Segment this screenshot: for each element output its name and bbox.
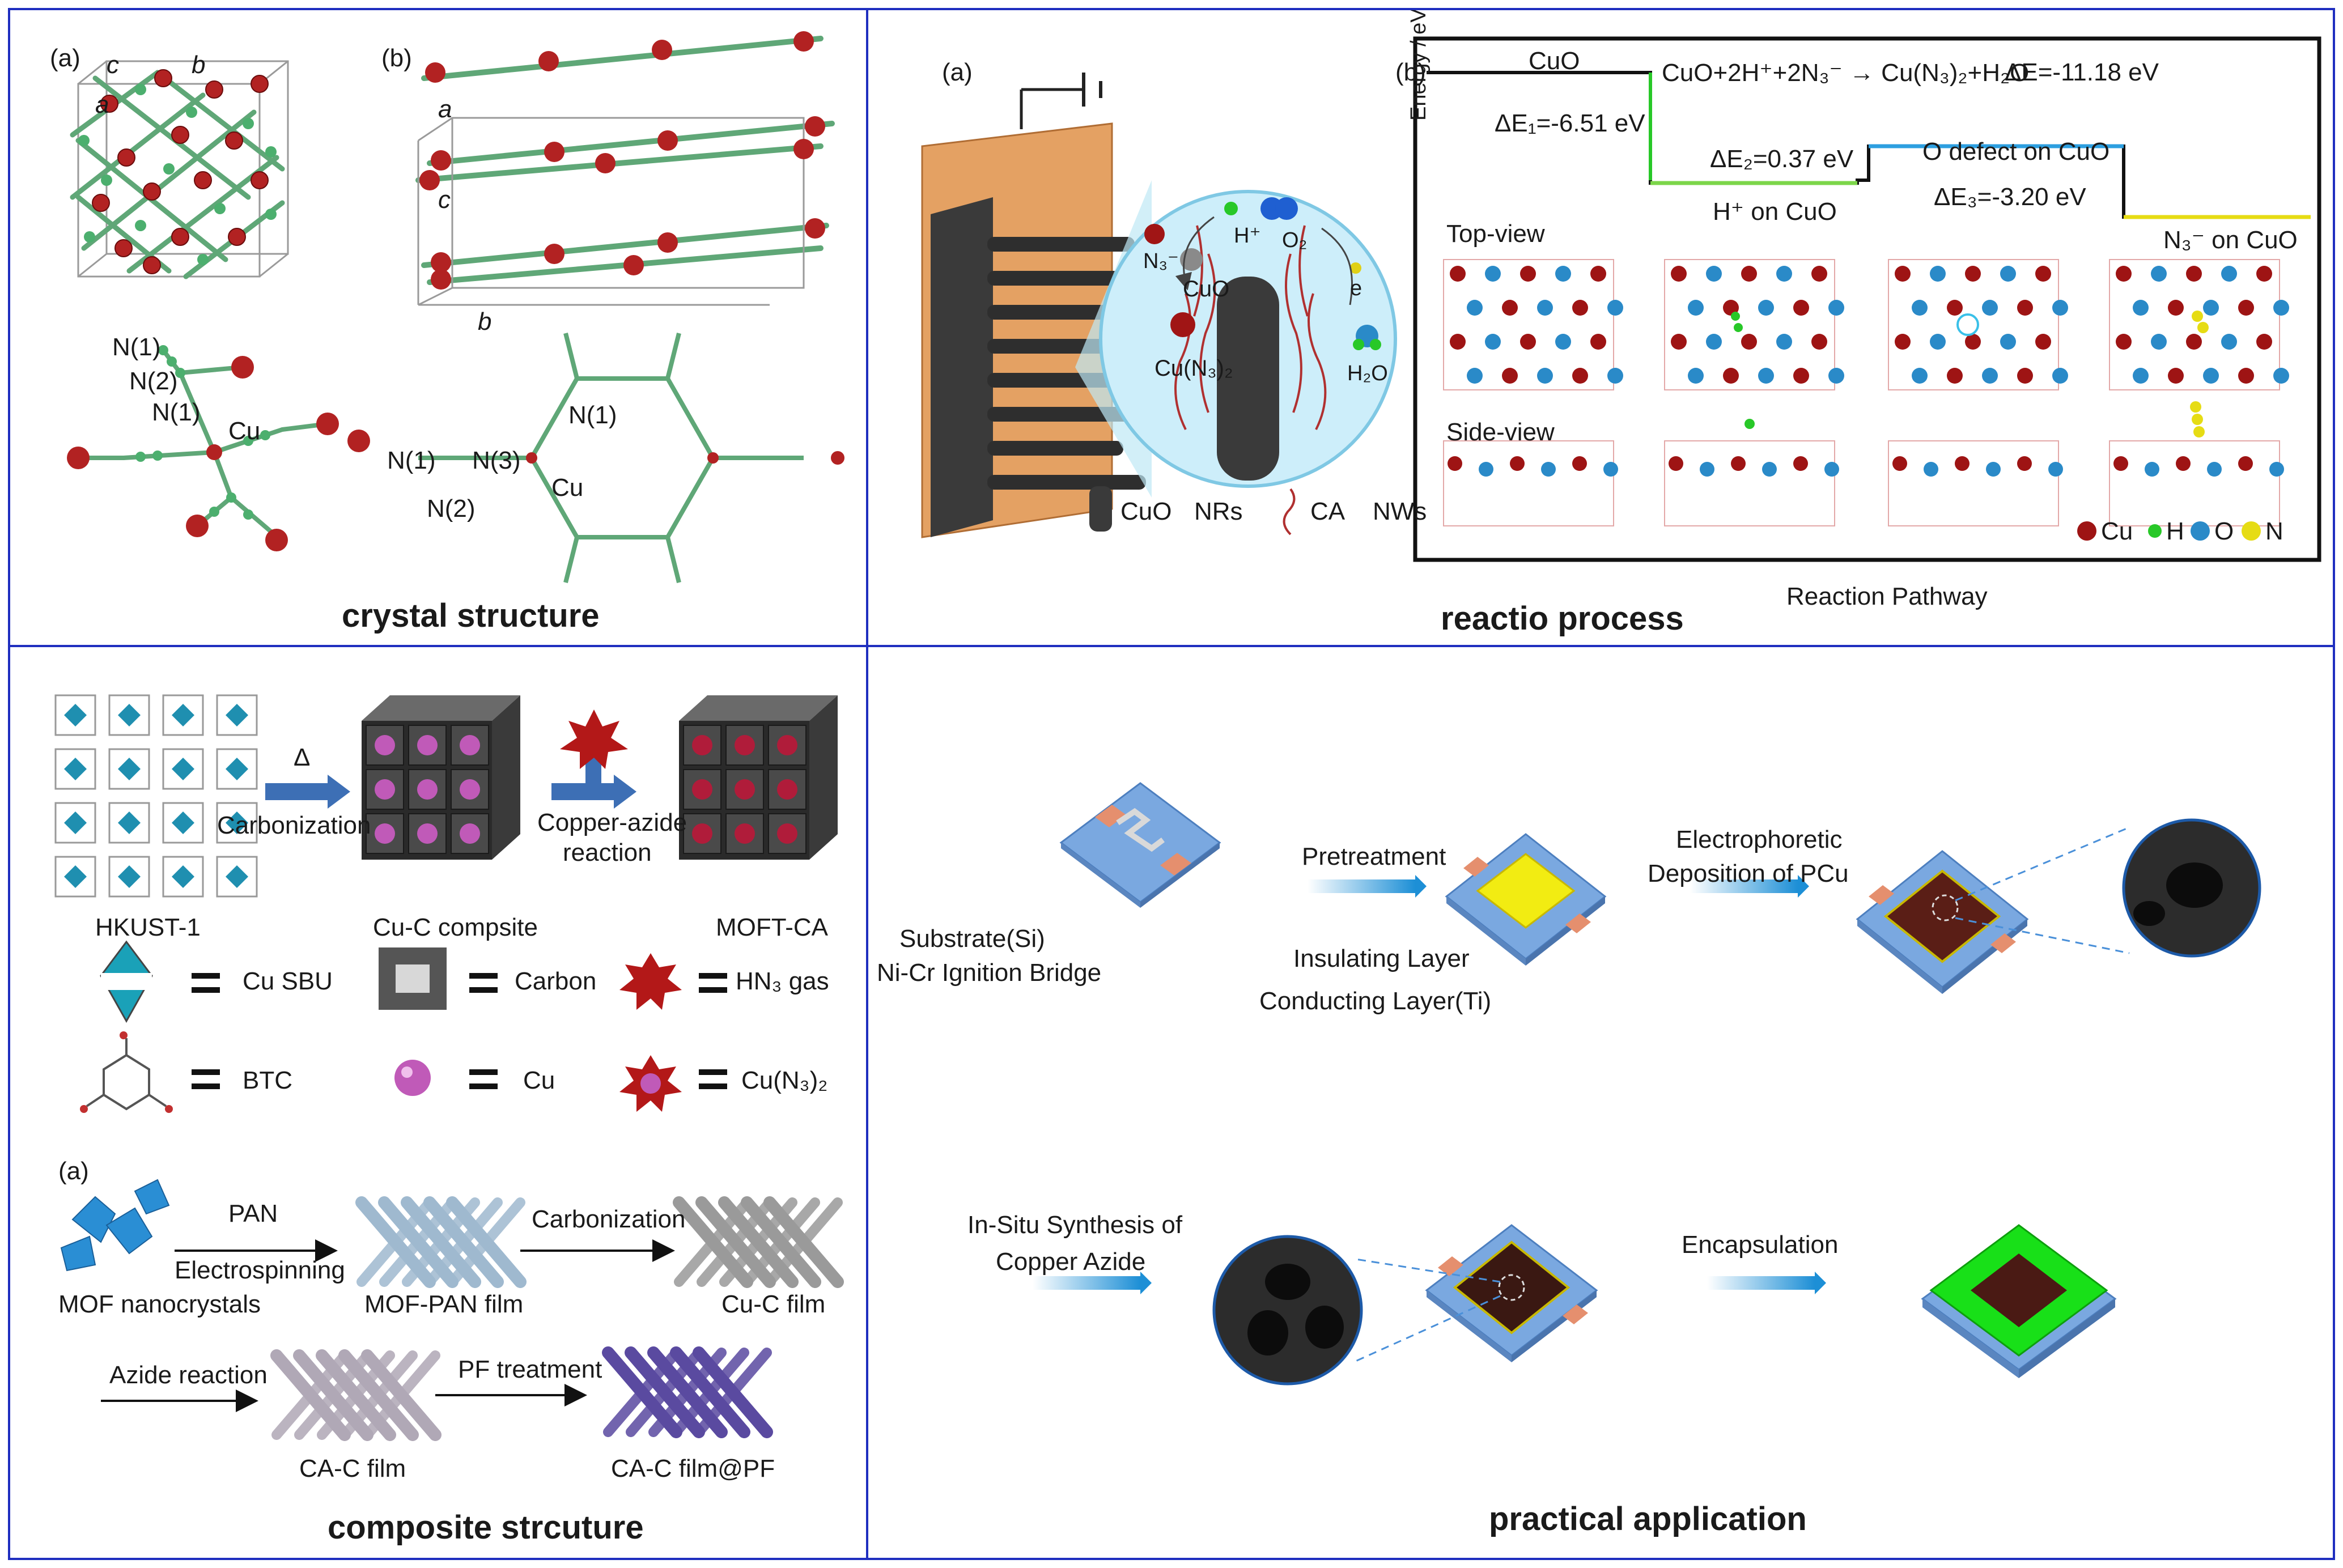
axis-b-label-b: b — [478, 308, 492, 335]
cac-pf-label: CA-C film@PF — [611, 1455, 775, 1482]
reaction-process-illustration — [921, 36, 2321, 562]
nicr-bridge-label: Ni-Cr Ignition Bridge — [877, 959, 1102, 987]
carbonization2-label: Carbonization — [532, 1205, 686, 1233]
hkust-label: HKUST-1 — [95, 913, 201, 941]
axis-a-label: a — [95, 91, 109, 118]
insitu-label: In-Situ Synthesis of — [967, 1211, 1183, 1239]
cac-film-label: CA-C film — [299, 1455, 406, 1482]
crystal-structure-caption: crystal structure — [342, 597, 600, 634]
practical-application-panel: Substrate(Si) Ni-Cr Ignition Bridge Pret… — [868, 647, 2333, 1558]
n1-top-label: N(1) — [112, 333, 161, 361]
n3-label: N₃⁻ — [1143, 249, 1179, 273]
reaction-equation: CuO+2H⁺+2N₃⁻ → Cu(N₃)₂+H₂O — [1662, 59, 2030, 87]
n2-top-label: N(2) — [129, 367, 178, 395]
axis-a-label-b: a — [438, 95, 452, 123]
practical-application-illustration — [1033, 782, 2261, 1386]
cuc-composite-label: Cu-C compsite — [373, 913, 538, 941]
reaction-process-panel: (a) H⁺ O₂ N₃⁻ CuO e Cu(N₃)₂ H₂O CuO NRs … — [868, 10, 2333, 645]
eq-hn3: HN₃ gas — [736, 967, 829, 995]
state-h-on-cuo: H⁺ on CuO — [1713, 198, 1837, 226]
horizontal-divider — [10, 645, 2333, 647]
n1-b-left-label: N(1) — [387, 447, 436, 474]
reaction-pathway-label: Reaction Pathway — [1786, 583, 1988, 610]
electrophoretic-label: Electrophoretic — [1676, 826, 1843, 853]
key-h: H — [2166, 517, 2184, 545]
n1-mid-label: N(1) — [152, 398, 201, 426]
cun3-bubble-label: Cu(N₃)₂ — [1154, 356, 1233, 381]
insulating-layer-label: Insulating Layer — [1293, 945, 1470, 972]
h2o-label: H₂O — [1347, 362, 1388, 385]
pretreatment-label: Pretreatment — [1302, 843, 1446, 870]
cuc-film-label: Cu-C film — [721, 1290, 826, 1318]
copper-azide-label: Copper-azide — [537, 809, 687, 836]
mof-pan-label: MOF-PAN film — [364, 1290, 524, 1318]
vertical-divider — [866, 10, 868, 1558]
n3-b-label: N(3) — [472, 447, 521, 474]
figure-frame: (a) c b a N(1) N(2) N(1) Cu (b) a c b N(… — [8, 8, 2335, 1560]
crystal-structure-panel: (a) c b a N(1) N(2) N(1) Cu (b) a c b N(… — [10, 10, 866, 645]
delta-e3: ΔE₃=-3.20 eV — [1934, 183, 2086, 211]
eq-cusbu: Cu SBU — [243, 967, 333, 995]
state-n3-on-cuo: N₃⁻ on CuO — [2163, 226, 2298, 254]
conducting-layer-label: Conducting Layer(Ti) — [1259, 987, 1492, 1015]
cuo-bubble-label: CuO — [1183, 277, 1230, 301]
eq-cu: Cu — [523, 1066, 555, 1094]
side-view-label: Side-view — [1446, 418, 1555, 446]
state-cuo: CuO — [1529, 47, 1580, 75]
top-view-label: Top-view — [1446, 220, 1545, 248]
panel-b-label: (b) — [381, 44, 412, 72]
axis-b-label: b — [192, 51, 206, 79]
composite-structure-illustration — [54, 694, 844, 1441]
electron-label: e — [1350, 277, 1362, 300]
state-o-defect: O defect on CuO — [1922, 138, 2110, 165]
panel-a-label-composite: (a) — [58, 1157, 89, 1185]
eq-carbon: Carbon — [515, 967, 597, 995]
legend-ca: CA — [1310, 498, 1345, 525]
moftca-label: MOFT-CA — [716, 913, 828, 941]
mof-nanocrystals-label: MOF nanocrystals — [58, 1290, 261, 1318]
legend-nrs: NRs — [1194, 498, 1243, 525]
cu-label-a: Cu — [228, 417, 261, 445]
o2-label: O₂ — [1282, 228, 1308, 252]
delta-e2: ΔE₂=0.37 eV — [1710, 145, 1854, 173]
n2-b-label: N(2) — [427, 495, 476, 522]
carbonization-label: Carbonization — [217, 811, 371, 839]
crystal-structure-illustration — [67, 31, 844, 583]
eq-cun3: Cu(N₃)₂ — [741, 1066, 828, 1094]
axis-c-label-b: c — [438, 186, 451, 214]
encapsulation-label: Encapsulation — [1682, 1231, 1839, 1259]
key-o: O — [2214, 517, 2234, 545]
copper-azide-label-app: Copper Azide — [996, 1248, 1146, 1276]
n1-b-label: N(1) — [568, 401, 617, 429]
key-cu: Cu — [2101, 517, 2133, 545]
azide-reaction-label: Azide reaction — [109, 1361, 268, 1389]
deposition-label: Deposition of PCu — [1648, 860, 1849, 887]
reaction-label: reaction — [563, 839, 652, 866]
delta-label: Δ — [294, 743, 311, 771]
practical-application-caption: practical application — [1489, 1501, 1807, 1537]
panel-a-label-reaction: (a) — [942, 58, 973, 86]
cu-label-b: Cu — [551, 474, 584, 502]
delta-e1: ΔE₁=-6.51 eV — [1495, 109, 1645, 137]
legend-nws: NWs — [1373, 498, 1427, 525]
delta-e-total: ΔE=-11.18 eV — [2005, 58, 2159, 86]
axis-c-label: c — [107, 51, 119, 79]
panel-b-label-reaction: (b) — [1395, 58, 1426, 86]
legend-cuo: CuO — [1120, 498, 1172, 525]
reaction-process-caption: reactio process — [1441, 600, 1684, 637]
key-n: N — [2265, 517, 2283, 545]
pf-treatment-label: PF treatment — [458, 1355, 602, 1383]
electrospinning-label: Electrospinning — [175, 1256, 345, 1284]
pan-label: PAN — [228, 1200, 278, 1227]
hplus-label: H⁺ — [1234, 224, 1261, 248]
energy-axis-label: Energy / eV — [1407, 10, 1431, 121]
composite-structure-caption: composite strcuture — [328, 1509, 644, 1546]
substrate-label: Substrate(Si) — [899, 925, 1045, 953]
eq-btc: BTC — [243, 1066, 292, 1094]
panel-a-label: (a) — [50, 44, 80, 72]
composite-structure-panel: HKUST-1 Δ Carbonization Cu-C compsite Co… — [10, 647, 866, 1558]
